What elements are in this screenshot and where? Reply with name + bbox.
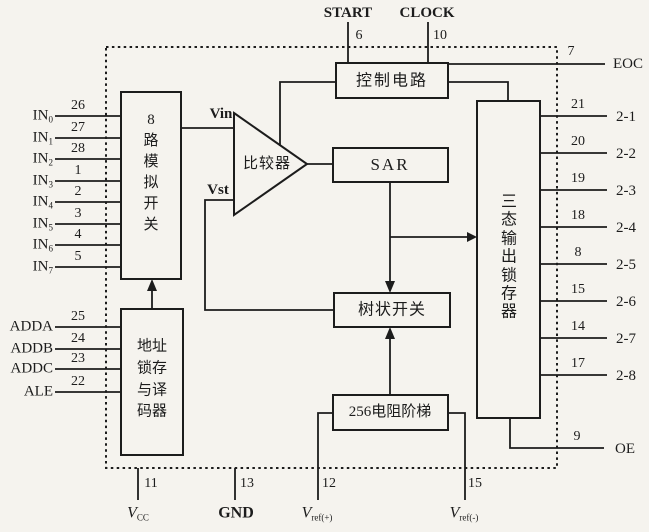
input-label-in7: IN7 [32,258,53,276]
pin-number-in6: 4 [74,227,82,242]
analog-switch-label: 8 路 模 拟 开 关 [143,112,159,233]
pin-number-bit4: 18 [571,208,585,223]
arrow-sar-to-latch [467,232,477,242]
wire-control-to-comparator [279,81,336,146]
clock-label: CLOCK [399,5,455,21]
pin-number-ale: 22 [71,374,85,389]
input-label-in1: IN1 [32,129,53,147]
pin-number-addb: 24 [71,331,85,346]
oe-label: OE [615,441,635,457]
vin-label: Vin [209,106,233,122]
vref-minus-label: Vref(-) [449,504,479,523]
control-label: 控制电路 [355,72,429,90]
pin-number-gnd: 13 [240,476,254,491]
output-label-bit4: 2-4 [616,220,636,236]
tree-switch-label: 树状开关 [357,301,427,319]
tree-switch-box [333,292,451,328]
gnd-label: GND [218,504,254,522]
pin-number-addc: 23 [71,351,85,366]
pin-number-bit6: 15 [571,282,585,297]
output-label-bit2: 2-2 [616,146,636,162]
output-label-bit6: 2-6 [616,294,636,310]
vst-label: Vst [207,182,229,198]
address-label-addb: ADDB [10,340,53,357]
pin-number-in1: 27 [71,120,85,135]
pin-number-in4: 2 [74,184,82,199]
eoc-label: EOC [613,56,643,72]
pin-number-eoc: 7 [567,44,575,59]
output-label-bit7: 2-7 [616,331,636,347]
pin-number-in2: 28 [71,141,85,156]
pin-number-in7: 5 [74,249,82,264]
pin-number-bit8: 17 [571,356,585,371]
wire-oe [509,418,604,449]
input-label-in0: IN0 [32,107,53,125]
wire-vref-minus [448,412,466,500]
wire-vst [204,199,334,311]
sar-label: SAR [370,154,410,174]
pin-number-in5: 3 [74,206,82,221]
pin-number-adda: 25 [71,309,85,324]
pin-number-vref-plus: 12 [322,476,336,491]
vref-plus-label: Vref(+) [301,504,333,523]
address-label-ale: ALE [23,383,53,400]
input-label-in5: IN5 [32,215,53,233]
pin-number-bit2: 20 [571,134,585,149]
vcc-label: VCC [127,504,149,523]
pin-number-clock: 10 [433,28,447,43]
pin-number-in0: 26 [71,98,85,113]
resistor-ladder-box [332,394,449,431]
wire-vref-plus [317,412,333,500]
pin-number-vcc: 11 [144,476,158,491]
comparator-label: 比较器 [242,156,292,172]
output-latch-box [476,100,541,419]
output-label-bit8: 2-8 [616,368,636,384]
pin-number-oe: 9 [573,429,581,444]
pin-number-in3: 1 [74,163,82,178]
control-box [335,62,449,99]
output-label-bit3: 2-3 [616,183,636,199]
pin-number-bit3: 19 [571,171,585,186]
address-label-addc: ADDC [10,360,53,377]
address-decoder-box [120,308,184,456]
arrow-sar-to-tree [385,281,395,293]
start-label: START [323,5,373,21]
analog-switch-box [120,91,182,280]
comparator-triangle [233,111,309,217]
resistor-ladder-label: 256电阻阶梯 [348,404,432,420]
pin-number-vref-minus: 15 [468,476,482,491]
output-label-bit1: 2-1 [616,109,636,125]
input-label-in2: IN2 [32,150,53,168]
chip-outline [105,46,558,469]
pin-number-start: 6 [355,28,363,43]
pin-number-bit7: 14 [571,319,585,334]
address-decoder-label: 地址 锁存 与译 码器 [136,338,168,420]
output-latch-label: 三 态 输 出 锁 存 器 [500,193,518,321]
output-label-bit5: 2-5 [616,257,636,273]
wire-control-to-latch [448,81,509,101]
input-label-in4: IN4 [32,193,53,211]
sar-box [332,147,449,183]
pin-number-bit1: 21 [571,97,585,112]
arrow-decoder-to-switch [147,279,157,291]
address-label-adda: ADDA [9,318,53,335]
input-label-in6: IN6 [32,236,53,254]
arrow-ladder-to-tree [385,327,395,339]
pin-number-bit5: 8 [574,245,582,260]
input-label-in3: IN3 [32,172,53,190]
